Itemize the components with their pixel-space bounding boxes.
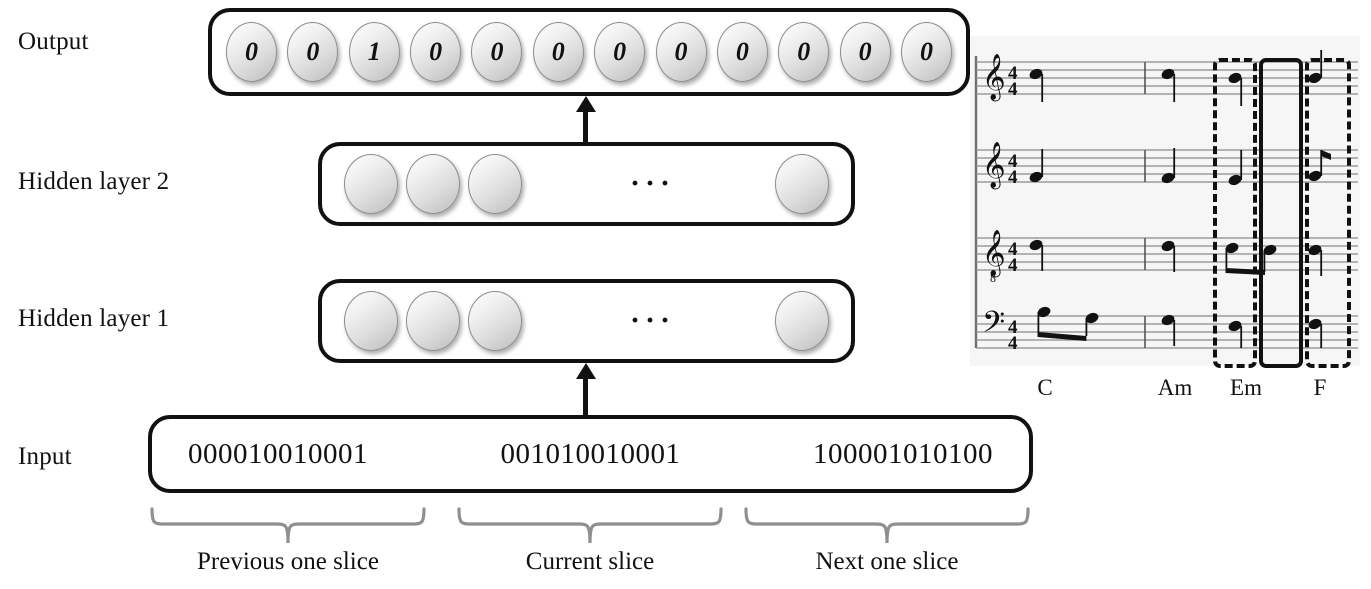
output-neuron: 0 xyxy=(839,22,891,82)
output-neuron: 0 xyxy=(716,22,768,82)
output-neuron-value: 0 xyxy=(245,37,258,66)
hidden-neuron xyxy=(344,154,398,214)
output-neuron-value: 0 xyxy=(858,37,872,66)
hidden-layer-2-box: ··· xyxy=(318,142,855,226)
svg-text:4: 4 xyxy=(1008,79,1018,100)
input-bits-current: 001010010001 xyxy=(500,437,681,470)
output-neuron-value: 0 xyxy=(674,37,688,66)
output-neuron-value: 0 xyxy=(429,37,443,66)
output-neuron-value: 0 xyxy=(797,37,811,66)
svg-text:4: 4 xyxy=(1008,317,1018,338)
staff-3: 𝄞 8 4 4 xyxy=(976,230,1358,285)
hidden-neuron xyxy=(775,154,829,214)
svg-text:4: 4 xyxy=(1008,63,1018,84)
brace-current-slice xyxy=(455,505,725,547)
output-neuron-value: 0 xyxy=(735,37,749,66)
chord-label-1: C xyxy=(1037,375,1053,400)
chord-label-3: Em xyxy=(1230,375,1262,400)
hidden-neuron xyxy=(406,154,460,214)
svg-text:𝄞: 𝄞 xyxy=(982,230,1006,278)
input-bits-next: 100001010100 xyxy=(813,437,993,470)
output-neuron: 1 xyxy=(348,22,400,82)
staff-2: 𝄞 4 4 xyxy=(976,142,1358,190)
label-output: Output xyxy=(18,28,89,55)
output-neuron: 0 xyxy=(410,22,462,82)
output-neuron: 0 xyxy=(471,22,523,82)
input-bits-previous: 000010010001 xyxy=(188,437,368,470)
hidden-neuron xyxy=(468,154,522,214)
hidden-layer-ellipsis: ··· xyxy=(629,304,675,337)
brace-next-slice xyxy=(742,505,1032,547)
hidden-neuron xyxy=(406,291,460,351)
hidden-layer-1-box: ··· xyxy=(318,279,855,363)
output-neuron: 0 xyxy=(900,22,952,82)
svg-text:4: 4 xyxy=(1008,167,1018,188)
chord-label-2: Am xyxy=(1157,375,1193,400)
hidden-neuron xyxy=(344,291,398,351)
svg-text:4: 4 xyxy=(1008,255,1018,276)
output-neuron-value: 0 xyxy=(551,37,565,66)
output-neuron-value: 0 xyxy=(490,37,504,66)
svg-text:𝄞: 𝄞 xyxy=(982,142,1006,190)
input-layer-box: 000010010001 001010010001 100001010100 xyxy=(148,415,1033,493)
label-hidden-layer-2: Hidden layer 2 xyxy=(18,168,170,195)
output-layer-box: 0 0 1 0 0 0 0 0 0 0 0 0 xyxy=(208,8,970,96)
output-neuron: 0 xyxy=(532,22,584,82)
output-neuron: 0 xyxy=(594,22,646,82)
svg-text:𝄞: 𝄞 xyxy=(982,54,1006,102)
hidden-neuron xyxy=(468,291,522,351)
brace-label-current-slice: Current slice xyxy=(525,548,655,575)
brace-previous-slice xyxy=(148,505,428,547)
brace-label-next-slice: Next one slice xyxy=(815,548,959,575)
output-neuron-value: 0 xyxy=(919,37,933,66)
output-neuron: 0 xyxy=(287,22,339,82)
hidden-neuron xyxy=(775,291,829,351)
chord-label-4: F xyxy=(1313,375,1327,400)
svg-text:4: 4 xyxy=(1008,151,1018,172)
music-score: 𝄞 4 4 𝄞 4 4 xyxy=(970,36,1360,366)
svg-text:8: 8 xyxy=(990,271,996,285)
svg-text:𝄢: 𝄢 xyxy=(982,306,1005,347)
highlight-box-current-slice xyxy=(1259,58,1303,368)
label-input: Input xyxy=(18,443,72,470)
output-neuron: 0 xyxy=(778,22,830,82)
svg-text:4: 4 xyxy=(1008,333,1018,354)
staff-1: 𝄞 4 4 xyxy=(976,50,1358,106)
highlight-box-previous-slice xyxy=(1213,58,1257,368)
output-neuron: 0 xyxy=(226,22,277,82)
brace-label-previous-slice: Previous one slice xyxy=(197,548,379,575)
label-hidden-layer-1: Hidden layer 1 xyxy=(18,305,170,332)
staff-4: 𝄢 4 4 xyxy=(976,305,1358,354)
hidden-layer-ellipsis: ··· xyxy=(629,167,675,200)
svg-text:4: 4 xyxy=(1008,239,1018,260)
output-neuron-value: 0 xyxy=(613,37,627,66)
output-neuron: 0 xyxy=(655,22,707,82)
highlight-box-next-slice xyxy=(1305,58,1351,368)
output-neuron-value: 0 xyxy=(306,37,320,66)
output-neuron-value: 1 xyxy=(367,37,381,66)
